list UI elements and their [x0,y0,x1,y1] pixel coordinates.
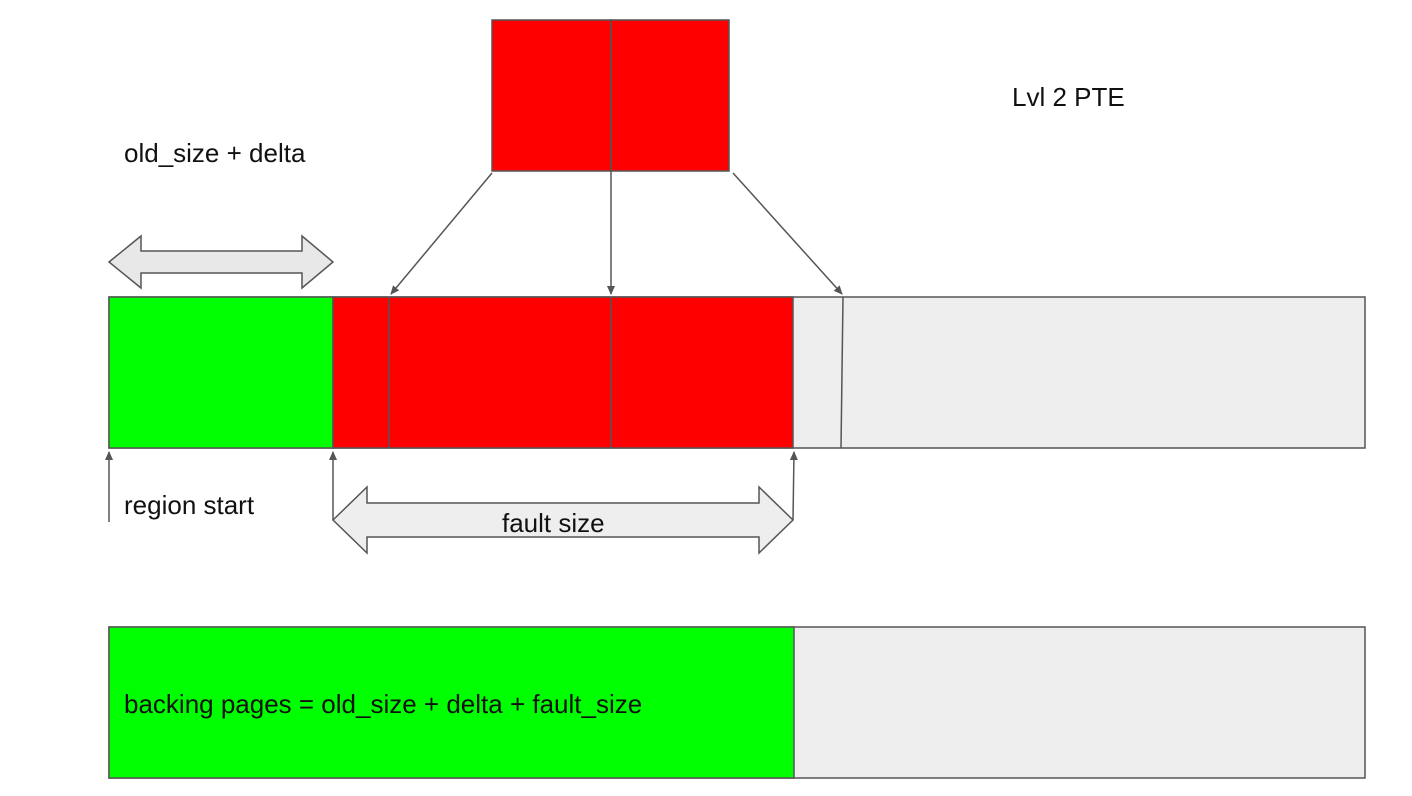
mapping-arrow-left [390,172,493,295]
region-bar [108,296,1366,449]
old-size-delta-double-arrow [107,234,335,290]
fault-size-label: fault size [502,508,605,538]
region-start-label: region start [124,490,255,520]
mapping-arrow-right [732,172,843,295]
backing-pages-label: backing pages = old_size + delta + fault… [124,689,643,719]
pte-entry-right [610,19,730,172]
fault-size-double-arrow [331,485,795,555]
pte-entry-left [491,19,612,172]
fault-end-pointer [789,451,798,521]
region-mapped-segment [108,296,334,449]
region-fault-segment [332,296,794,449]
pte-mapping-arrows [390,171,843,295]
old-size-delta-label: old_size + delta [124,138,306,168]
backing-used-segment [108,626,795,779]
backing-pages-bar [108,626,1366,779]
pte-block [491,19,730,172]
position-pointers [105,451,798,522]
pte-label: Lvl 2 PTE [1012,82,1125,112]
region-divider-3 [840,296,844,449]
